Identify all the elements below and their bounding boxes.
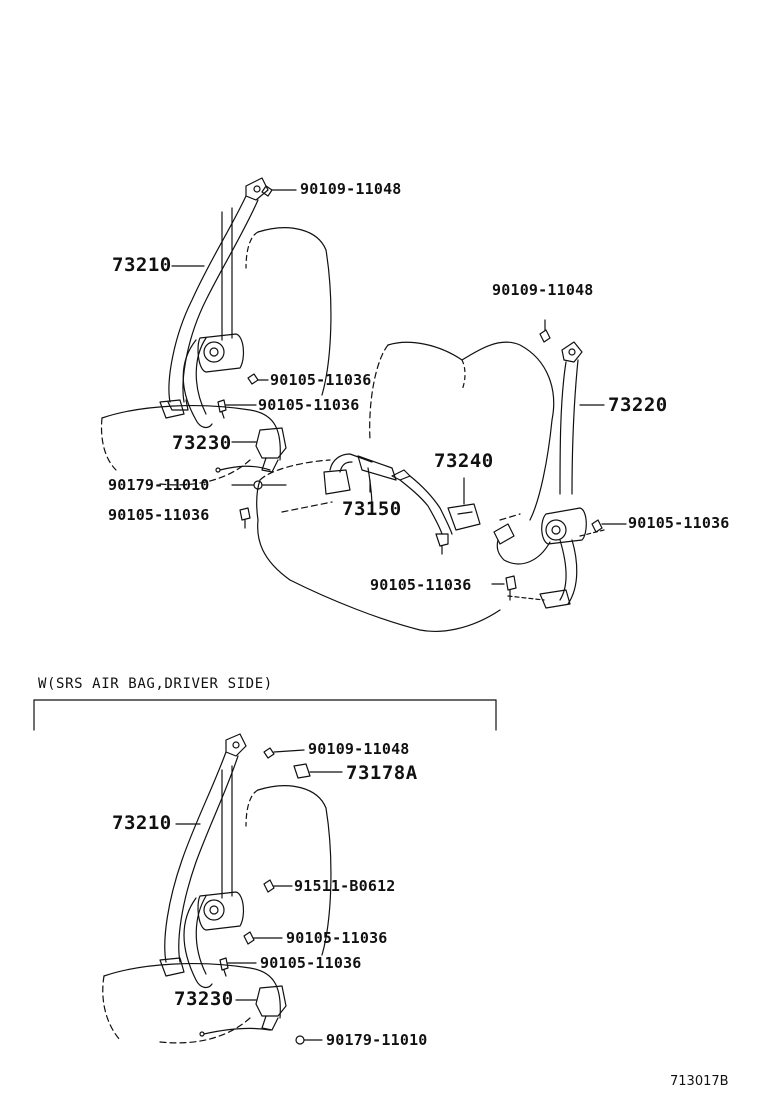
lower-buckle <box>200 986 286 1036</box>
lower-belt <box>160 734 246 987</box>
center-lap-belt <box>324 454 452 554</box>
label-lower-bolt-retractor-b: 90105-11036 <box>260 954 362 972</box>
label-bolt-top-left: 90109-11048 <box>300 180 402 198</box>
upper-left-belt <box>160 178 268 427</box>
label-belt-right: 73220 <box>608 394 668 416</box>
label-lower-belt: 73210 <box>112 812 172 834</box>
label-lower-buckle: 73230 <box>174 988 234 1010</box>
right-belt <box>492 320 626 608</box>
label-bolt-floor-center: 90105-11036 <box>370 576 472 594</box>
label-bolt-floor-left: 90105-11036 <box>108 506 210 524</box>
section-title: W(SRS AIR BAG,DRIVER SIDE) <box>38 676 273 692</box>
label-lower-bolt-special: 91511-B0612 <box>294 877 396 895</box>
label-lower-bolt-top: 90109-11048 <box>308 740 410 758</box>
label-clip-left: 90179-11010 <box>108 476 210 494</box>
label-buckle-center: 73240 <box>434 450 494 472</box>
upper-left-buckle <box>216 428 286 485</box>
label-bolt-retractor-left-a: 90105-11036 <box>270 371 372 389</box>
rear-seat-outline <box>257 342 554 631</box>
label-bolt-top-right: 90109-11048 <box>492 281 594 299</box>
label-belt-center: 73150 <box>342 498 402 520</box>
label-buckle-left: 73230 <box>172 432 232 454</box>
label-lower-bolt-retractor-a: 90105-11036 <box>286 929 388 947</box>
center-buckle <box>448 478 480 530</box>
leader-lines <box>172 266 370 824</box>
upper-left-seat-outline <box>102 228 331 485</box>
lower-seat-outline <box>103 786 331 1043</box>
label-bolt-retractor-left-b: 90105-11036 <box>258 396 360 414</box>
label-lower-clip: 90179-11010 <box>326 1031 428 1049</box>
drawing-code: 713017B <box>670 1074 729 1089</box>
section-bracket <box>34 700 496 730</box>
label-belt-left: 73210 <box>112 254 172 276</box>
label-lower-cover: 73178A <box>346 762 418 784</box>
lower-bolts <box>220 748 342 1044</box>
label-bolt-retractor-right: 90105-11036 <box>628 514 730 532</box>
upper-left-bolts <box>218 186 296 528</box>
